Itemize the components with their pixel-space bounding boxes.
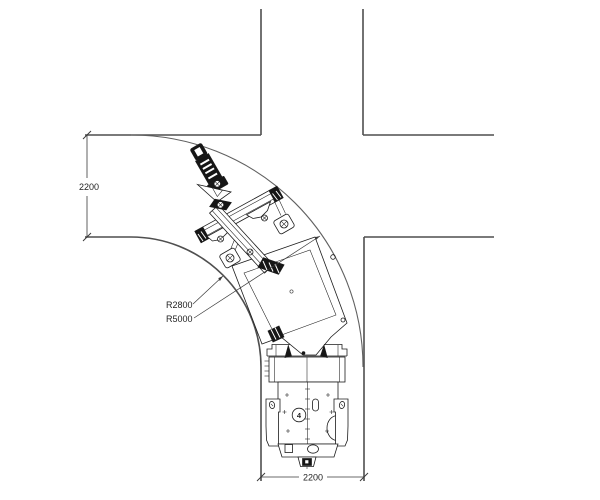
support-strut: [273, 199, 282, 216]
dim-tick: [256, 472, 266, 482]
drill-boom: [209, 204, 285, 275]
chassis-bolt: [289, 289, 294, 294]
gimbal-inner-triangle: [211, 187, 223, 197]
inner-corner-wall-r2800: [85, 236, 262, 481]
svg-text:4: 4: [297, 411, 302, 420]
dim-tick: [82, 130, 92, 140]
machine-drawing: 4: [190, 143, 349, 469]
outer-radius-label: R5000: [166, 314, 193, 324]
r2800-leader: [192, 275, 224, 305]
chassis-pin: [340, 317, 346, 323]
bottom-corridor-width-label: 2200: [303, 473, 323, 483]
hold-down-clamps: [284, 344, 328, 358]
slot-detail: [312, 398, 319, 412]
beam-bracket: [245, 200, 272, 222]
carriage-upper-box: [264, 356, 346, 383]
drill-motor: [190, 143, 232, 211]
left-corridor-width-label: 2200: [79, 182, 99, 192]
wheel-arch: [326, 415, 338, 441]
r5000-leader: [193, 235, 321, 319]
stabilizer-pad: [273, 213, 295, 235]
carriage-main-box: 4: [277, 381, 339, 445]
right-fender: [333, 398, 349, 447]
dim-tick: [359, 472, 369, 482]
beam-end-hatch: [268, 185, 284, 203]
chassis-pin: [330, 254, 336, 260]
rear-port: [307, 444, 319, 454]
dimension-bottom: 2200: [256, 472, 369, 483]
tunnel-walls: [85, 9, 494, 481]
stabilizer-pad: [219, 247, 241, 269]
dim-tick: [82, 232, 92, 242]
detail-marker-4: 4: [291, 407, 307, 423]
rear-carriage: 4: [264, 344, 349, 469]
chassis-step-hatch: [267, 325, 285, 343]
inner-radius-label: R2800: [166, 300, 193, 310]
radius-callouts: R2800 R5000: [166, 235, 321, 324]
outer-swept-arc-r5000: [130, 134, 364, 368]
left-fender: [265, 398, 281, 447]
carriage-rear-bumper: [277, 443, 339, 469]
boom-foot: [257, 257, 285, 275]
rear-hatch: [284, 444, 293, 453]
side-louvers: [264, 360, 269, 377]
carriage-top-plate: [266, 344, 348, 357]
feed-beam: [194, 185, 286, 252]
support-strut: [277, 197, 286, 214]
dimension-left: 2200: [79, 130, 99, 242]
